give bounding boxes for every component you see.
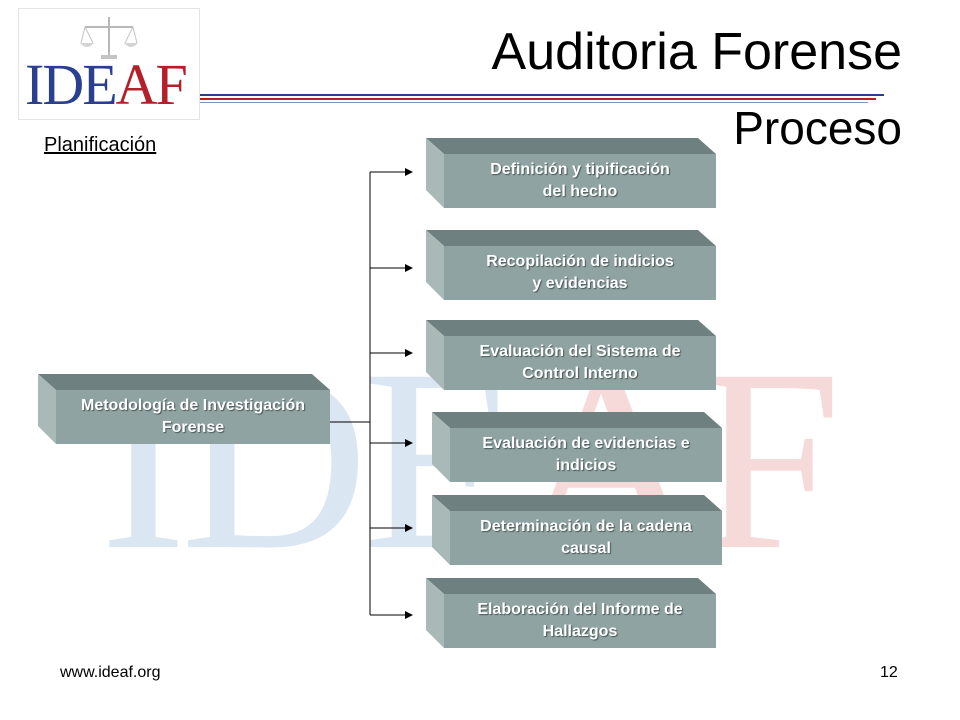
section-label: Planificación — [44, 134, 157, 156]
page-number: 12 — [880, 664, 898, 681]
header-rule-red — [200, 98, 876, 100]
step-box-line2: y evidencias — [532, 275, 628, 292]
step-box-line2: del hecho — [542, 183, 618, 200]
step-box-line2: causal — [561, 540, 611, 557]
logo-text-red: AF — [115, 52, 188, 117]
step-box: Definición y tipificación del hecho — [426, 138, 716, 208]
step-box-line1: Definición y tipificación — [490, 161, 670, 178]
step-box-line1: Elaboración del Informe de — [477, 601, 683, 618]
step-box-line2: Control Interno — [522, 365, 638, 382]
page-subtitle: Proceso — [733, 102, 902, 154]
step-box-line1: Evaluación de evidencias e — [482, 435, 690, 452]
footer-website: www.ideaf.org — [60, 664, 161, 681]
step-box: Evaluación del Sistema de Control Intern… — [426, 320, 716, 390]
scales-of-justice-icon — [80, 17, 138, 59]
step-box: Recopilación de indicios y evidencias — [426, 230, 716, 300]
step-box-line2: Hallazgos — [542, 623, 618, 640]
logo-text-blue: IDE — [25, 52, 118, 117]
root-box-line1: Metodología de Investigación — [80, 397, 306, 414]
root-box: Metodología de Investigación Forense — [38, 374, 330, 444]
header-rule-thin — [200, 102, 868, 103]
step-box-line1: Determinación de la cadena — [480, 518, 692, 535]
step-box-line2: indicios — [555, 457, 617, 474]
header-rule-blue — [200, 94, 884, 96]
step-box: Determinación de la cadena causal — [432, 495, 722, 565]
step-box: Evaluación de evidencias e indicios — [432, 412, 722, 482]
ideaf-logo: IDEAF — [18, 8, 200, 120]
page-title: Auditoria Forense — [491, 23, 902, 81]
root-box-line2: Forense — [161, 419, 225, 436]
step-box-line1: Evaluación del Sistema de — [479, 343, 681, 360]
step-box-line1: Recopilación de indicios — [486, 253, 674, 270]
step-box: Elaboración del Informe de Hallazgos — [426, 578, 716, 648]
